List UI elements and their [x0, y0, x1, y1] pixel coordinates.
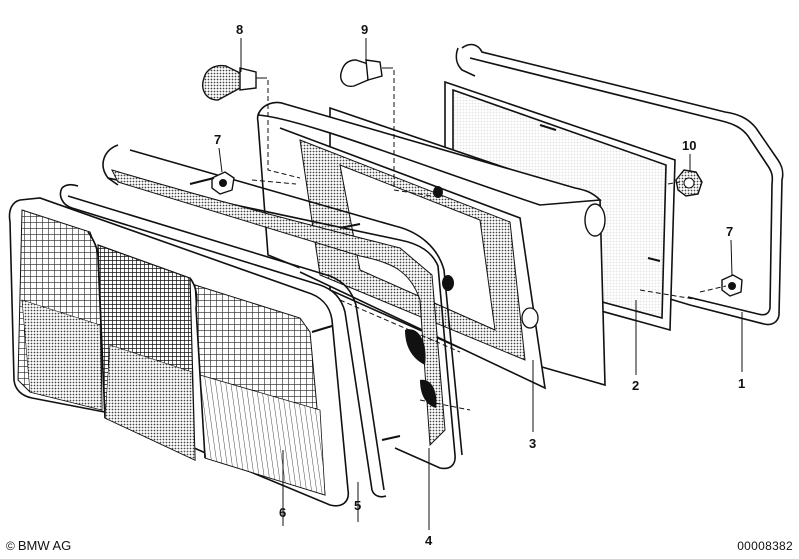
- bulb-9: [340, 59, 388, 87]
- diagram-id: 00008382: [737, 539, 793, 553]
- nut-right: [721, 274, 743, 297]
- part-labels: 8 9 7 10 7 1 2 3 4 5 6: [214, 22, 745, 548]
- label-part-6: 6: [279, 505, 286, 520]
- bulb-socket: [675, 169, 703, 197]
- label-part-1: 1: [738, 376, 745, 391]
- label-part-5: 5: [354, 498, 361, 513]
- housing-gasket: [455, 43, 784, 326]
- label-part-8: 8: [236, 22, 243, 37]
- copyright-text: BMW AG: [17, 538, 72, 553]
- label-part-4: 4: [425, 533, 433, 548]
- label-part-9: 9: [361, 22, 368, 37]
- copyright-symbol: ©: [6, 539, 15, 553]
- label-part-2: 2: [632, 378, 639, 393]
- leader-lines: [218, 38, 743, 530]
- lens: [8, 197, 350, 507]
- bulb-8: [202, 64, 262, 101]
- inner-frame: [102, 144, 463, 470]
- copyright-notice: ©BMW AG: [6, 538, 71, 553]
- assembly-lines: [251, 67, 727, 411]
- label-part-3: 3: [529, 436, 536, 451]
- bolts: [189, 177, 401, 441]
- nut-left: [211, 171, 235, 195]
- label-part-7-left: 7: [214, 132, 221, 147]
- label-part-7-right: 7: [726, 224, 733, 239]
- lens-gasket: [59, 183, 387, 498]
- label-part-10: 10: [682, 138, 696, 153]
